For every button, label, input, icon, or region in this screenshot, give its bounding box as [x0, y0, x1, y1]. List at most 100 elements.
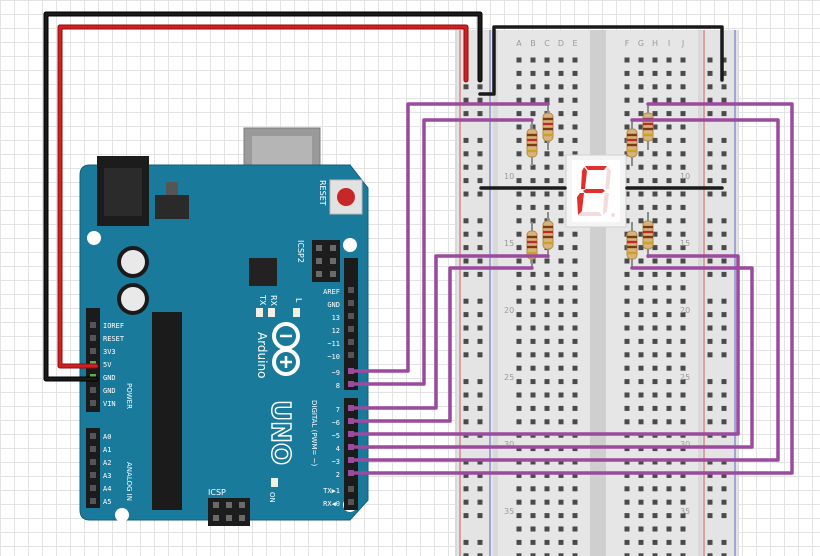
resistor-body [542, 112, 554, 142]
breadboard-hole [652, 258, 658, 264]
breadboard-hole [638, 325, 644, 331]
breadboard-hole [680, 459, 686, 465]
breadboard-hole [652, 379, 658, 385]
breadboard-hole [638, 526, 644, 532]
resistor-band [643, 122, 653, 126]
rail-hole [463, 231, 469, 237]
breadboard-hole [544, 178, 550, 184]
power-pin-label: IOREF [103, 322, 124, 330]
digital-pin-label: ~11 [327, 340, 340, 348]
resistor-band [627, 240, 637, 244]
breadboard-hole [530, 191, 536, 197]
rail-hole [477, 271, 483, 277]
breadboard-hole [544, 379, 550, 385]
breadboard-hole [516, 124, 522, 130]
breadboard-hole [666, 164, 672, 170]
breadboard-hole [624, 258, 630, 264]
breadboard-hole [516, 298, 522, 304]
breadboard-hole [680, 419, 686, 425]
breadboard-hole [516, 218, 522, 224]
column-letter: J [681, 39, 684, 48]
breadboard-hole [530, 539, 536, 545]
breadboard-hole [544, 419, 550, 425]
digital-pin-8 [348, 381, 354, 387]
breadboard-hole [572, 312, 578, 318]
rail-hole [707, 258, 713, 264]
breadboard-hole [652, 70, 658, 76]
breadboard-hole [624, 539, 630, 545]
breadboard-hole [516, 472, 522, 478]
digital-pin-4 [348, 444, 354, 450]
rail-hole [477, 298, 483, 304]
breadboard-hole [572, 392, 578, 398]
breadboard-hole [530, 486, 536, 492]
resistor-body [542, 220, 554, 250]
rail-hole [477, 513, 483, 519]
row-number: 10 [504, 172, 514, 181]
resistor-band [527, 149, 537, 153]
breadboard-hole [572, 97, 578, 103]
rail-hole [707, 499, 713, 505]
breadboard-hole [558, 365, 564, 371]
breadboard-hole [666, 325, 672, 331]
arduino-logo [272, 322, 300, 376]
column-letter: C [544, 39, 550, 48]
column-letter: G [638, 39, 644, 48]
reset-button-cap[interactable] [337, 188, 355, 206]
breadboard-hole [638, 405, 644, 411]
breadboard-hole [680, 218, 686, 224]
digital-pin-label: 7 [336, 406, 340, 414]
breadboard-hole [558, 405, 564, 411]
breadboard-hole [652, 499, 658, 505]
breadboard-hole [544, 285, 550, 291]
rail-hole [707, 486, 713, 492]
digital-pin [348, 313, 354, 319]
breadboard-hole [638, 258, 644, 264]
breadboard-hole [544, 365, 550, 371]
usb-chip [249, 258, 277, 286]
digital-pin-label: ~6 [332, 419, 340, 427]
rx-label: RX [269, 295, 278, 307]
breadboard-hole [666, 231, 672, 237]
breadboard-hole [558, 111, 564, 117]
rail-hole [477, 486, 483, 492]
analog-pin-label: A3 [103, 472, 111, 480]
breadboard-hole [558, 325, 564, 331]
header-pin [226, 515, 232, 521]
breadboard-hole [624, 124, 630, 130]
header-pin [330, 258, 336, 264]
breadboard-hole [572, 151, 578, 157]
rail-hole [477, 151, 483, 157]
breadboard-hole [558, 298, 564, 304]
rail-hole [477, 84, 483, 90]
wire-pin-6 [352, 266, 534, 423]
breadboard-hole [624, 419, 630, 425]
breadboard-hole [558, 553, 564, 556]
breadboard-hole [680, 486, 686, 492]
breadboard-hole [530, 325, 536, 331]
breadboard-hole [572, 352, 578, 358]
breadboard-hole [558, 271, 564, 277]
breadboard-hole [652, 526, 658, 532]
breadboard-hole [516, 338, 522, 344]
rail-hole [707, 231, 713, 237]
rail-hole [707, 111, 713, 117]
breadboard-hole [572, 124, 578, 130]
breadboard-hole [652, 405, 658, 411]
breadboard-hole [544, 298, 550, 304]
breadboard-hole [666, 459, 672, 465]
digital-pin-5 [348, 431, 354, 437]
digital-pin-label: ~5 [332, 432, 340, 440]
header-pin [213, 502, 219, 508]
digital-pin-labels-lower: 7 ~6 ~5 4 ~3 2 TX▶1 RX◀0 [323, 406, 340, 508]
breadboard-hole [572, 499, 578, 505]
resistor-band [627, 149, 637, 153]
breadboard-hole [572, 486, 578, 492]
rail-hole [721, 151, 727, 157]
analog-header-label: ANALOG IN [125, 462, 133, 501]
rail-hole [477, 472, 483, 478]
breadboard-hole [624, 325, 630, 331]
digital-pin-label: 2 [336, 471, 340, 479]
breadboard-hole [558, 151, 564, 157]
